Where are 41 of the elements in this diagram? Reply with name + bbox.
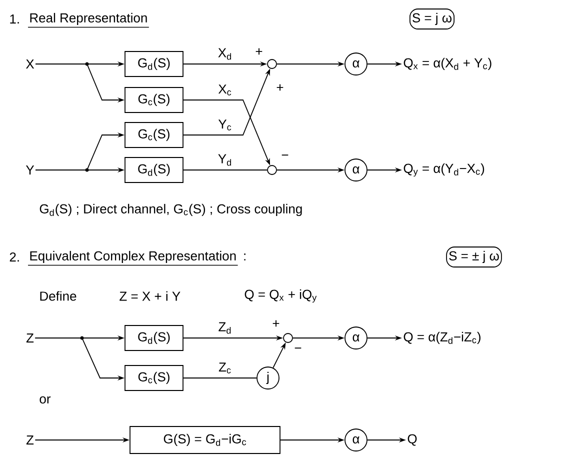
signal-label: Y — [26, 166, 34, 174]
transfer-function-box: G$_{d}$(S) — [124, 325, 184, 351]
definition-text: Q = Q$_{x}$ + iQ$_{y}$ — [244, 289, 317, 303]
note-text: or — [40, 396, 51, 404]
summing-junction — [267, 165, 277, 175]
output-equation: Q$_{y}$ = α(Y$_{d}$−X$_{c}$) — [404, 163, 484, 177]
condition-pill: S = j ω — [409, 8, 455, 30]
sign-label: + — [276, 84, 284, 91]
edge-label: Z$_{c}$ — [218, 362, 231, 374]
sign-label: − — [294, 348, 302, 349]
note-text: G$_{d}$(S) ; Direct channel, G$_{c}$(S) ; Cross coupling — [40, 204, 302, 216]
output-equation: Q = α(Z$_{d}$−iZ$_{c}$) — [404, 332, 480, 344]
section-number: 2. — [10, 252, 19, 262]
output-equation: Q — [408, 434, 417, 446]
section-heading: Real Representation — [28, 12, 150, 28]
sign-label: + — [272, 320, 280, 327]
section-heading: Equivalent Complex Representation — [28, 250, 238, 266]
summing-junction — [283, 333, 293, 343]
edge-label: Y$_{c}$ — [218, 120, 232, 130]
signal-label: Z — [26, 334, 34, 342]
transfer-function-box: G$_{c}$(S) — [124, 87, 184, 113]
sign-label: − — [282, 154, 288, 156]
section-number: 1. — [10, 14, 19, 24]
definition-text: Z = X + i Y — [120, 291, 180, 301]
output-equation: Q$_{x}$ = α(X$_{d}$ + Y$_{c}$) — [404, 58, 492, 70]
summing-junction — [267, 59, 277, 69]
edge-label: X$_{c}$ — [218, 84, 232, 96]
edge-label: Y$_{d}$ — [218, 154, 232, 166]
signal-label: X — [26, 60, 34, 68]
sign-label: + — [256, 48, 262, 55]
condition-pill: S = ± j ω — [446, 246, 502, 268]
transfer-function-box: G$_{d}$(S) — [124, 51, 184, 77]
signal-label: Z — [26, 436, 34, 444]
edge-label: Z$_{d}$ — [218, 322, 231, 334]
transfer-function-box: G$_{d}$(S) — [124, 157, 184, 183]
transfer-function-box: G(S) = G$_{d}$−iG$_{c}$ — [130, 426, 280, 454]
colon-text: : — [244, 254, 246, 260]
transfer-function-box: G$_{c}$(S) — [124, 122, 184, 148]
transfer-function-box: G$_{c}$(S) — [124, 365, 184, 391]
edge-label: X$_{d}$ — [218, 48, 232, 60]
definition-text: Define — [40, 291, 76, 301]
